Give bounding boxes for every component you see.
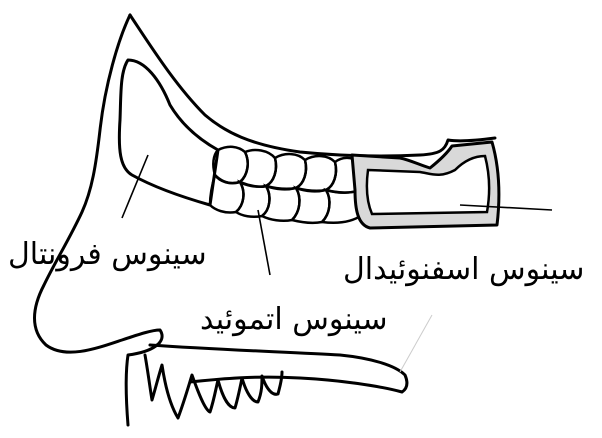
face-profile-outline	[35, 15, 163, 425]
skull-base-outline	[130, 15, 495, 156]
upper-teeth	[145, 355, 282, 418]
leader-frontal	[122, 155, 148, 218]
frontal-sinus-label: سینوس فرونتال	[8, 240, 207, 270]
frontal-sinus-outline	[119, 60, 218, 205]
leader-ethmoid-faint	[400, 315, 432, 372]
ethmoid-cells	[210, 147, 362, 223]
sphenoid-sinus-label: سینوس اسفنوئیدال	[343, 255, 584, 285]
ethmoid-sinus-label: سینوس اتموئید	[200, 305, 388, 335]
